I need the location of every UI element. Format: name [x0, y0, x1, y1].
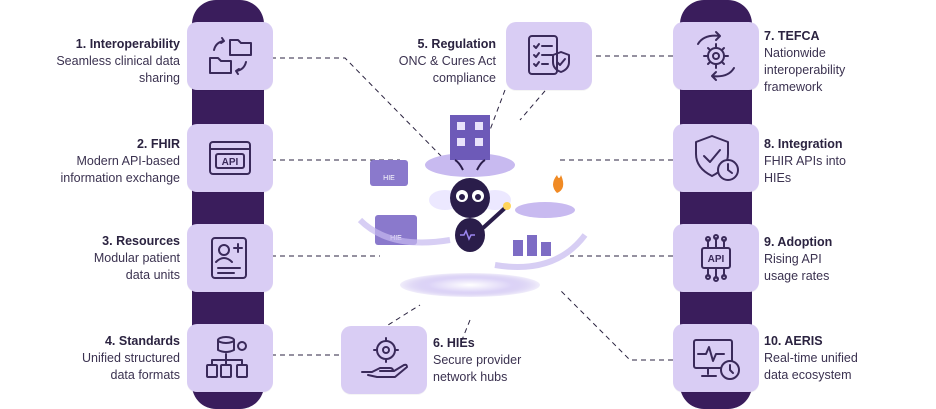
- api-label: API: [222, 157, 239, 168]
- fhir-icon-box: API: [187, 124, 273, 192]
- item-aeris: 10. AERIS Real-time unified data ecosyst…: [764, 333, 929, 384]
- folder-sync-icon: [209, 37, 252, 75]
- item-desc: information exchange: [60, 171, 180, 185]
- item-title: 6. HIEs: [433, 336, 475, 350]
- item-title: 8. Integration: [764, 137, 843, 151]
- compliance-checklist-icon: [528, 35, 570, 75]
- central-illustration: HIE HIE: [345, 100, 590, 300]
- connector-line: [461, 319, 471, 341]
- tower-platform: [425, 153, 515, 177]
- resources-icon-box: [187, 224, 273, 292]
- hie-server-icon: [370, 160, 408, 186]
- monitor-pulse-icon: [693, 339, 740, 380]
- item-title: 5. Regulation: [417, 37, 496, 51]
- item-desc: Modern API-based: [76, 154, 180, 168]
- standards-icon-box: [187, 324, 273, 392]
- item-desc: framework: [764, 80, 823, 94]
- hies-icon-box: [341, 326, 427, 394]
- api-chip-icon: API: [701, 234, 731, 282]
- database-hierarchy-icon: [206, 336, 248, 378]
- item-desc: Seamless clinical data: [56, 54, 180, 68]
- tefca-icon-box: [673, 22, 759, 90]
- item-desc: FHIR APIs into: [764, 154, 846, 168]
- interoperability-icon-box: [187, 22, 273, 90]
- item-fhir: 2. FHIR Modern API-based information exc…: [10, 136, 180, 187]
- item-desc: Unified structured: [82, 351, 180, 365]
- flame-icon: [553, 175, 564, 193]
- item-desc: data units: [125, 268, 180, 282]
- item-title: 4. Standards: [104, 334, 180, 348]
- api-window-icon: API: [209, 141, 251, 175]
- connector-line: [271, 57, 446, 161]
- item-title: 9. Adoption: [764, 235, 833, 249]
- item-desc: Rising API: [764, 252, 822, 266]
- connector-line: [559, 289, 673, 361]
- item-tefca: 7. TEFCA Nationwide interoperability fra…: [764, 28, 929, 96]
- aeris-icon-box: [673, 324, 759, 392]
- patient-record-icon: [211, 237, 247, 279]
- adoption-icon-box: API: [673, 224, 759, 292]
- item-desc: compliance: [432, 71, 496, 85]
- item-regulation: 5. Regulation ONC & Cures Act compliance: [346, 36, 496, 87]
- item-title: 1. Interoperability: [75, 37, 180, 51]
- item-resources: 3. Resources Modular patient data units: [10, 233, 180, 284]
- item-desc: interoperability: [764, 63, 846, 77]
- item-desc: Secure provider: [433, 353, 522, 367]
- hie-label: HIE: [383, 175, 395, 182]
- item-adoption: 9. Adoption Rising API usage rates: [764, 234, 929, 285]
- item-desc: network hubs: [433, 370, 508, 384]
- item-desc: sharing: [139, 71, 180, 85]
- glow-platform: [400, 273, 540, 297]
- item-title: 7. TEFCA: [764, 29, 820, 43]
- shield-clock-icon: [695, 135, 739, 181]
- item-standards: 4. Standards Unified structured data for…: [10, 333, 180, 384]
- item-desc: HIEs: [764, 171, 792, 185]
- hospital-building-icon: [450, 115, 490, 160]
- item-title: 10. AERIS: [764, 334, 823, 348]
- connector-line: [519, 55, 673, 121]
- integration-icon-box: [673, 124, 759, 192]
- connector-line: [271, 304, 421, 356]
- connector-line: [489, 89, 506, 131]
- item-desc: ONC & Cures Act: [398, 54, 496, 68]
- hand-network-icon: [361, 337, 408, 378]
- item-interoperability: 1. Interoperability Seamless clinical da…: [10, 36, 180, 87]
- item-desc: data formats: [110, 368, 180, 382]
- item-title: 2. FHIR: [136, 137, 180, 151]
- item-integration: 8. Integration FHIR APIs into HIEs: [764, 136, 929, 187]
- bee-mascot: [429, 159, 511, 252]
- item-desc: Real-time unified: [764, 351, 858, 365]
- item-desc: data ecosystem: [764, 368, 852, 382]
- gear-cycle-icon: [697, 31, 735, 81]
- item-desc: Modular patient: [93, 251, 180, 265]
- item-hies: 6. HIEs Secure provider network hubs: [433, 335, 583, 386]
- item-desc: usage rates: [764, 269, 830, 283]
- item-title: 3. Resources: [102, 234, 180, 248]
- api-chip-label: API: [708, 254, 725, 265]
- regulation-icon-box: [506, 22, 592, 90]
- bee-mascot-scene: HIE HIE: [357, 115, 588, 297]
- item-desc: Nationwide: [764, 46, 826, 60]
